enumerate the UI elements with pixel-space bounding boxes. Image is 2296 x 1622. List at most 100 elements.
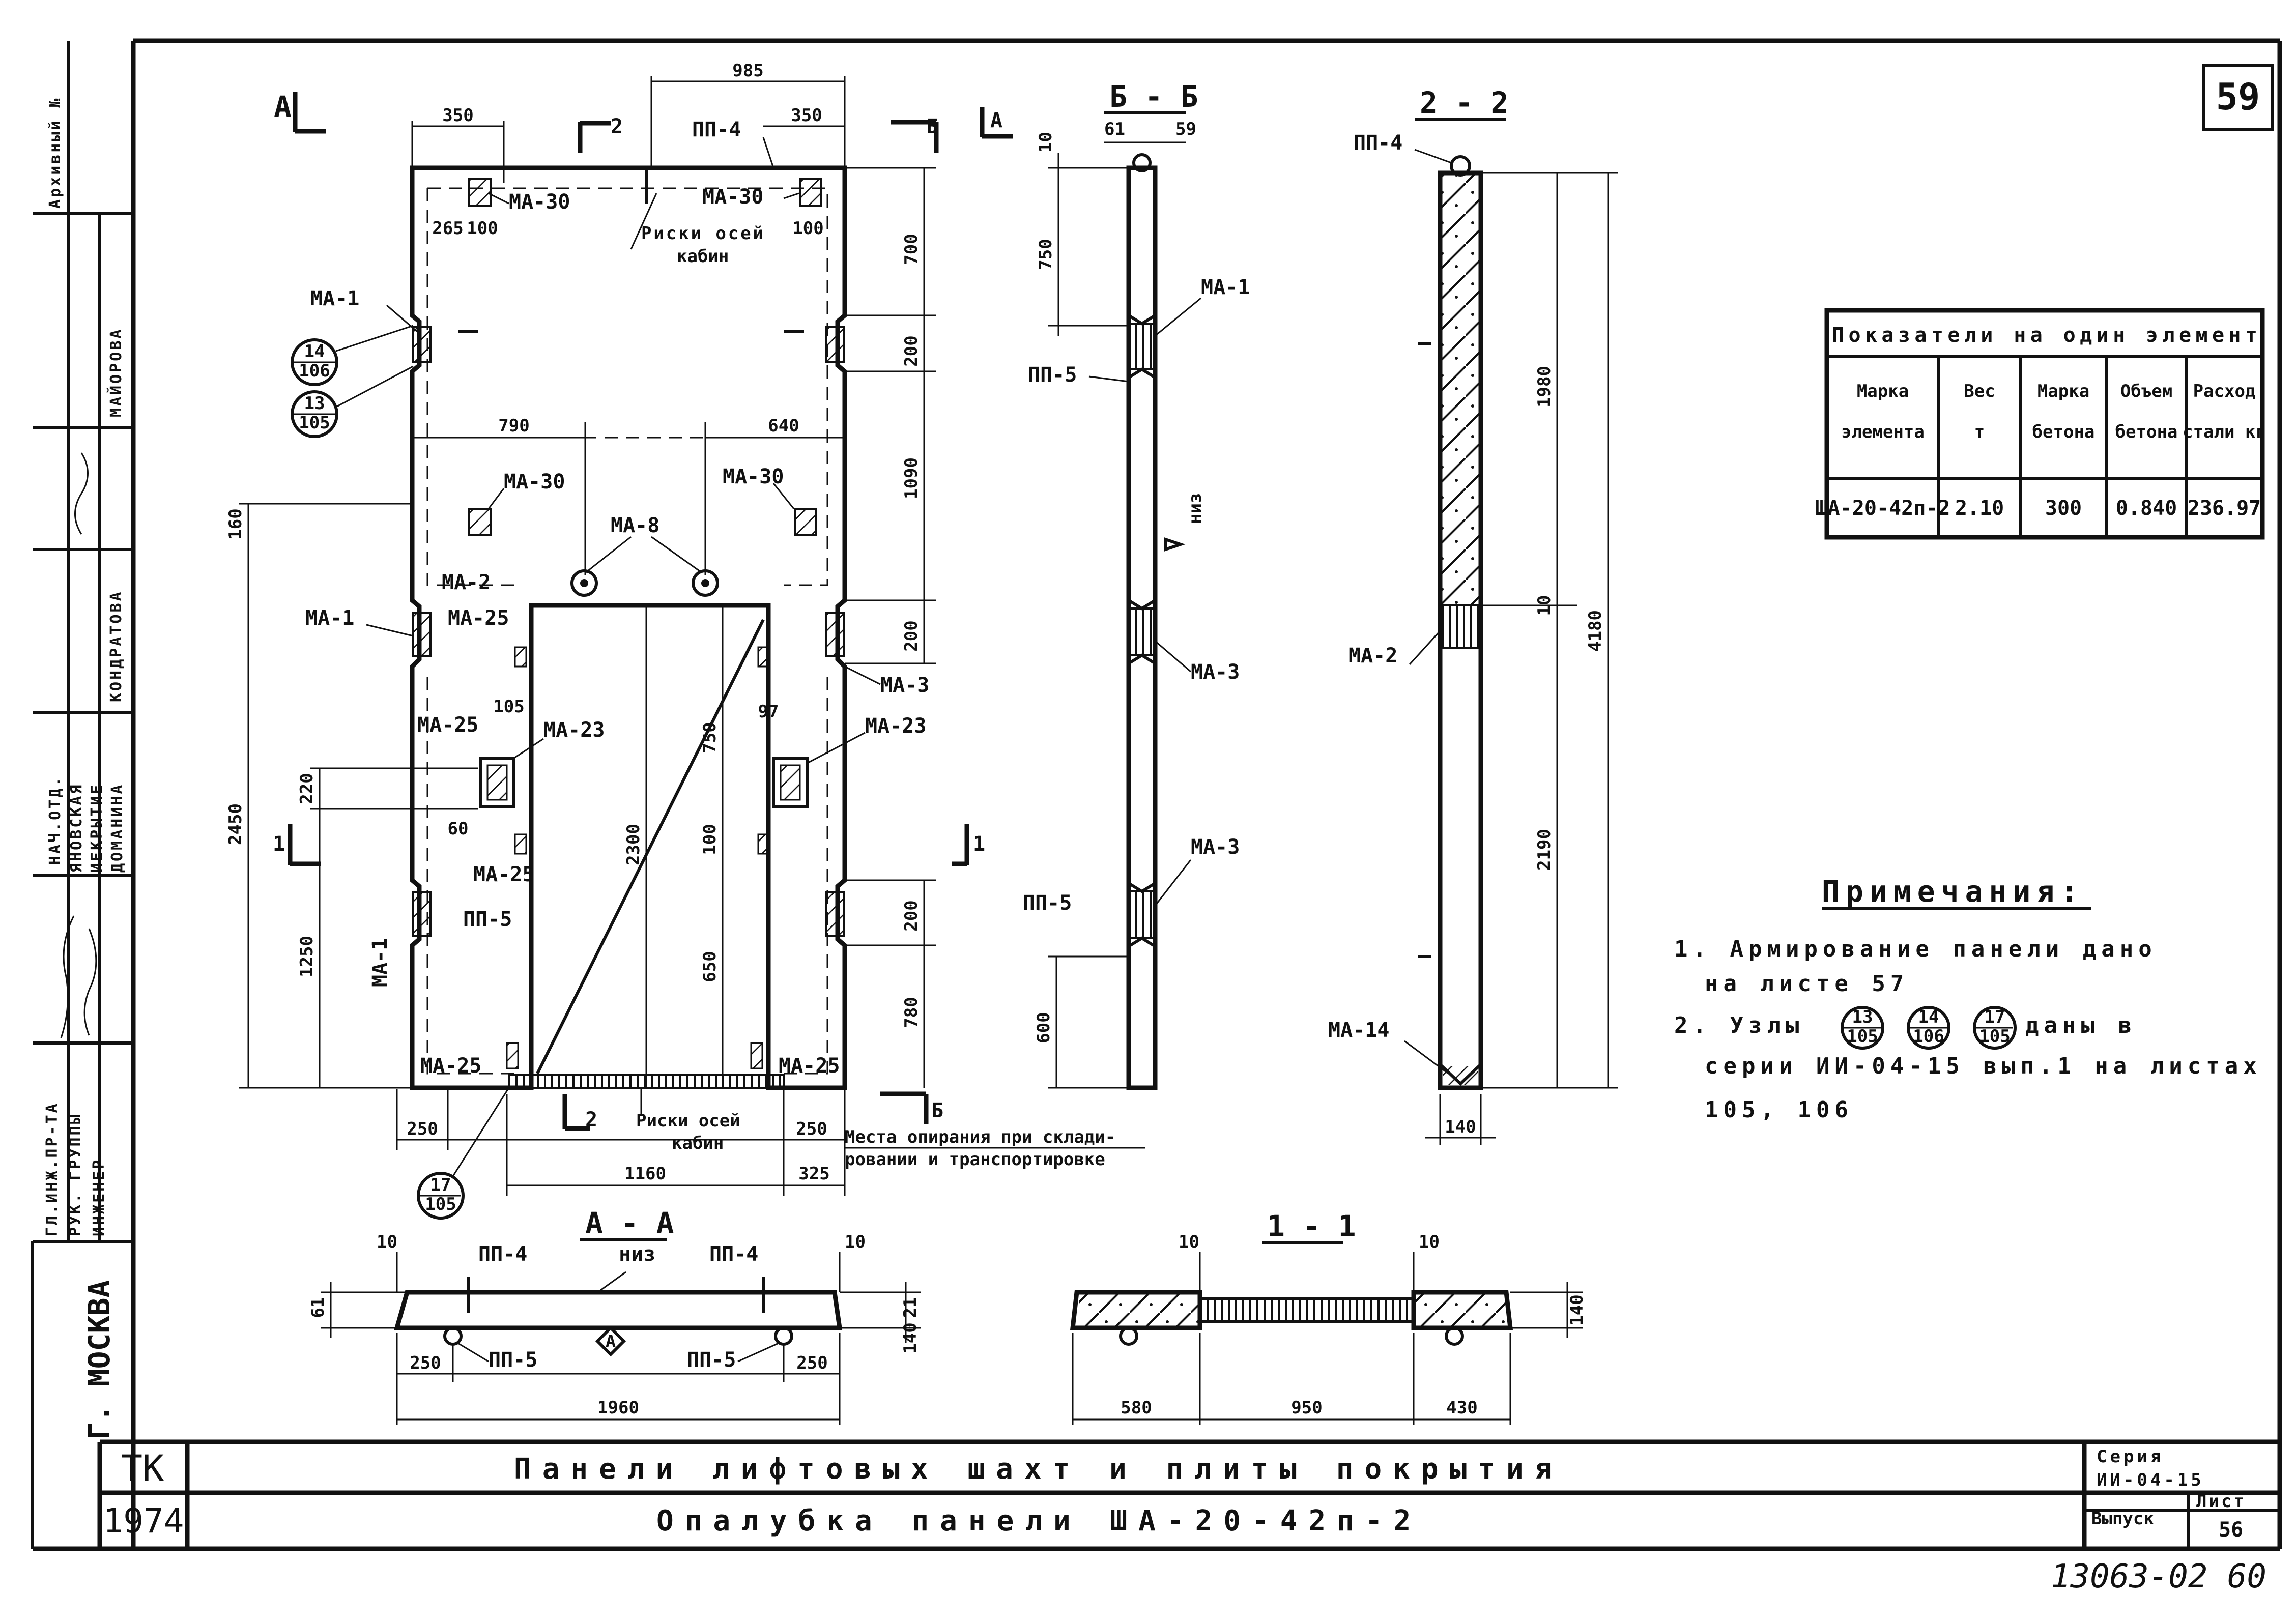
dim-label: 790 (498, 416, 529, 436)
dim-label: 985 (732, 61, 763, 81)
stamp-cell: ГЛ.ИНЖ.ПР-ТА (43, 1102, 61, 1236)
node-refs: 14 106 13 105 17 105 (291, 325, 510, 1220)
cut-2-top: 2 (611, 115, 623, 138)
note-1a: 1. Армирование панели дано (1674, 936, 2157, 962)
stamp-cell: ИНЖЕНЕР (90, 1158, 108, 1236)
table-cell: 236.97 (2188, 497, 2261, 520)
org-label: ТК (121, 1447, 164, 1489)
table-cell: 0.840 (2116, 497, 2177, 520)
dim-label: 220 (297, 773, 317, 804)
label-pp5: ПП-5 (463, 908, 512, 931)
title-block: ТК 1974 Панели лифтовых шахт и плиты пок… (97, 1439, 2280, 1549)
series-value: ИИ-04-15 (2097, 1470, 2204, 1490)
cut-a-top: А (274, 90, 292, 124)
front-labels: МА-30 МА-30 ПП-4 Риски осей кабин МА-1 М… (305, 118, 1145, 1170)
stamp-cell: РУК. ГРУППЫ (67, 1113, 84, 1236)
dim-label: 580 (1121, 1398, 1152, 1418)
section-bb: Б - Б 10 750 61 59 600 МА-1 ПП-5 низ МА-… (1023, 79, 1250, 1090)
dim-label: 640 (768, 416, 799, 436)
node-num: 13 (304, 393, 325, 414)
cut-1-left: 1 (273, 832, 285, 856)
label-pp4: ПП-4 (1354, 131, 1402, 155)
note-node: 106 (1913, 1026, 1944, 1047)
stamp-cell: КОНДРАТОВА (107, 590, 125, 702)
sheet-number: 59 (2216, 75, 2260, 118)
dim-label: 700 (901, 234, 922, 265)
dim-label: 160 (225, 508, 246, 539)
table-col-head: Расход (2193, 381, 2256, 401)
label-ma2: МА-2 (1348, 644, 1397, 668)
note-2d: 105, 106 (1705, 1097, 1853, 1123)
label-ma23: МА-23 (865, 714, 926, 738)
dim-label: 10 (377, 1232, 397, 1252)
table-col-head: бетона (2115, 422, 2178, 442)
label-ma25: МА-25 (417, 713, 478, 737)
label-ma25: МА-25 (779, 1054, 840, 1078)
label-ma3: МА-3 (1191, 660, 1240, 684)
dim-label: 100 (467, 218, 498, 239)
section-aa: А - А А ПП-4 низ ПП-4 ПП-5 ПП-5 10 10 61… (308, 1206, 921, 1425)
cut-2-bottom: 2 (585, 1108, 597, 1132)
stamp-cell: МАЙОРОВА (107, 328, 125, 418)
label-ma25: МА-25 (448, 606, 509, 630)
year-label: 1974 (103, 1501, 184, 1541)
dim-label: 10 (845, 1232, 866, 1252)
dim-label: 250 (796, 1353, 827, 1373)
dim-label: 950 (1291, 1398, 1322, 1418)
dim-label: 10 (1179, 1232, 1199, 1252)
label-support-b: ровании и транспортировке (845, 1149, 1105, 1170)
front-dimensions: 985 350 350 265 100 100 700 200 1090 200… (225, 61, 936, 1196)
dim-label: 60 (448, 819, 469, 839)
dim-label: 780 (901, 997, 922, 1028)
section-11: 1 - 1 10 10 140 580 950 430 (1070, 1209, 1587, 1425)
table-col-head: Марка (2037, 381, 2089, 401)
table-col-head: Марка (1857, 381, 1909, 401)
dim-label: 140 (1445, 1117, 1476, 1137)
dim-label: 2300 (623, 824, 644, 865)
dim-label: 350 (791, 105, 822, 126)
table-col-head: элемента (1841, 422, 1925, 442)
note-2a: 2. Узлы (1674, 1012, 1804, 1038)
sheet-number-box: 59 (2202, 64, 2274, 131)
label-cabins-bottom: кабин (672, 1133, 724, 1153)
section-22-title: 2 - 2 (1420, 85, 1509, 120)
node-sheet: 105 (425, 1194, 456, 1214)
label-ma23: МА-23 (543, 718, 605, 742)
dim-label: 1960 (597, 1398, 639, 1418)
section-bb-title: Б - Б (1109, 79, 1198, 114)
label-cabins: кабин (677, 246, 729, 267)
dim-label: 10 (1534, 595, 1555, 616)
table-header: Показатели на один элемент (1832, 324, 2257, 347)
dim-label: 200 (901, 620, 922, 651)
title-main: Панели лифтовых шахт и плиты покрытия (514, 1453, 1563, 1486)
dim-label: 4180 (1585, 610, 1605, 652)
note-1b: на листе 57 (1705, 971, 1909, 997)
series-label: Серия (2097, 1446, 2164, 1467)
dim-label: 600 (1034, 1012, 1054, 1043)
element-table: Показатели на один элемент Марка элемент… (1816, 308, 2266, 540)
table-cell: 300 (2045, 497, 2082, 520)
cut-b-top: Б (926, 115, 938, 138)
label-niz: низ (619, 1242, 655, 1266)
label-axis-marks: Риски осей (641, 223, 763, 244)
label-axis-marks-bottom: Риски осей (636, 1111, 740, 1131)
note-node: 13 (1852, 1007, 1873, 1027)
label-ma3: МА-3 (1191, 835, 1240, 859)
label-pp5: ПП-5 (687, 1348, 736, 1372)
dim-label: 1160 (624, 1164, 666, 1184)
section-22: 2 - 2 ПП-4 МА-2 МА-14 1980 10 2190 4180 … (1328, 85, 1618, 1145)
dim-label: 140 (1567, 1294, 1587, 1325)
dim-label: 59 (1175, 119, 1196, 139)
dim-label: 61 (1104, 119, 1125, 139)
label-pp4: ПП-4 (692, 118, 741, 141)
dim-label: 2190 (1534, 829, 1555, 871)
label-support-a: Места опирания при склади- (845, 1127, 1115, 1147)
label-ma1: МА-1 (1201, 276, 1250, 299)
dim-label: 1250 (297, 936, 317, 977)
stamp-cell: ДОМАНИНА (108, 783, 126, 873)
frame (31, 38, 2282, 1551)
label-pp5: ПП-5 (489, 1348, 537, 1372)
label-ma2: МА-2 (442, 571, 491, 594)
dim-label: 61 (308, 1297, 328, 1318)
dim-label: 97 (758, 702, 779, 722)
